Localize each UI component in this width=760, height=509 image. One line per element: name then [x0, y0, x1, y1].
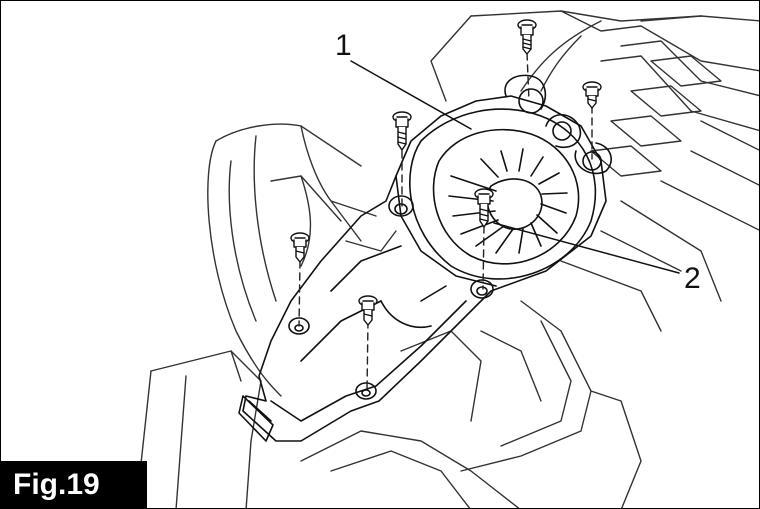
screw-left	[290, 232, 310, 263]
leader-line-1	[350, 60, 472, 130]
figure-label-badge: Fig.19	[1, 461, 147, 508]
callout-label-2: 2	[684, 262, 701, 295]
screws-part-2	[290, 19, 602, 326]
leader-line-2	[493, 222, 680, 274]
leader-lines	[350, 60, 680, 274]
motor-cover-part-1	[238, 74, 612, 442]
screw-center	[474, 188, 494, 228]
screw-upper-left	[392, 111, 412, 151]
screw-right	[582, 81, 602, 109]
figure-label: Fig.19	[13, 467, 100, 501]
handle-housing	[135, 123, 520, 508]
screw-top	[517, 19, 537, 55]
callout-label-1: 1	[335, 29, 352, 62]
screw-axis-lines	[298, 52, 593, 392]
screw-lower	[358, 295, 378, 326]
